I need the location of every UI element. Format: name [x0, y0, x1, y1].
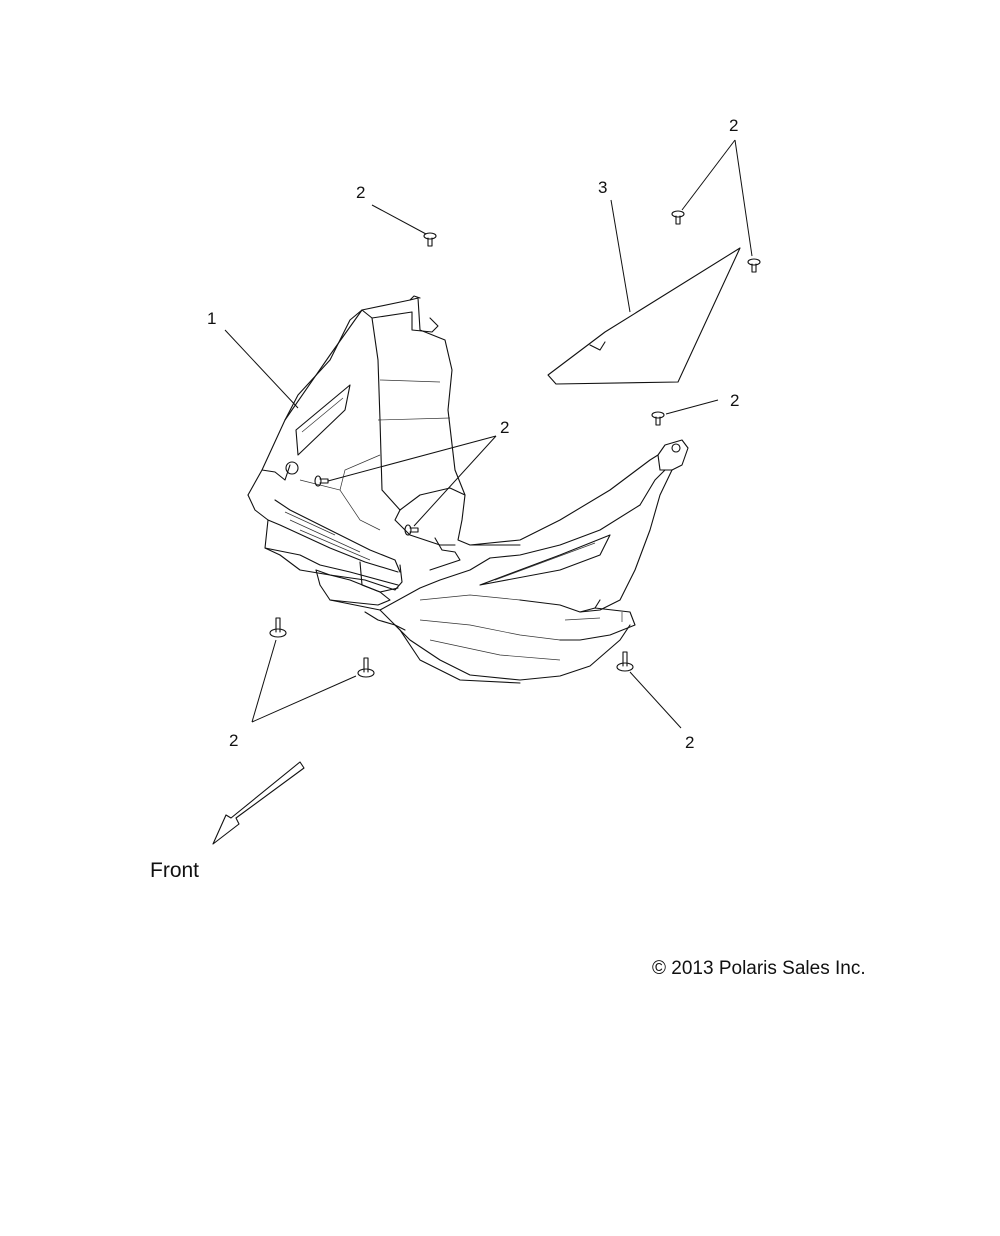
callout-1: 1 — [207, 309, 216, 328]
callout-2-bottom-left: 2 — [229, 731, 238, 750]
front-arrow: Front — [150, 761, 305, 882]
callout-2-center: 2 — [500, 418, 509, 437]
callout-2-bottom-right: 2 — [685, 733, 694, 752]
panel-part-3 — [547, 247, 741, 385]
callout-labels: 1 2 2 3 2 2 2 2 — [207, 116, 739, 752]
callout-2-top: 2 — [356, 183, 365, 202]
fascia-part-1 — [247, 295, 689, 684]
callout-2-upper-right: 2 — [729, 116, 738, 135]
callout-3: 3 — [598, 178, 607, 197]
callout-2-right: 2 — [730, 391, 739, 410]
leader-lines — [224, 139, 753, 729]
front-label: Front — [150, 859, 199, 882]
copyright-notice: © 2013 Polaris Sales Inc. — [652, 958, 866, 979]
